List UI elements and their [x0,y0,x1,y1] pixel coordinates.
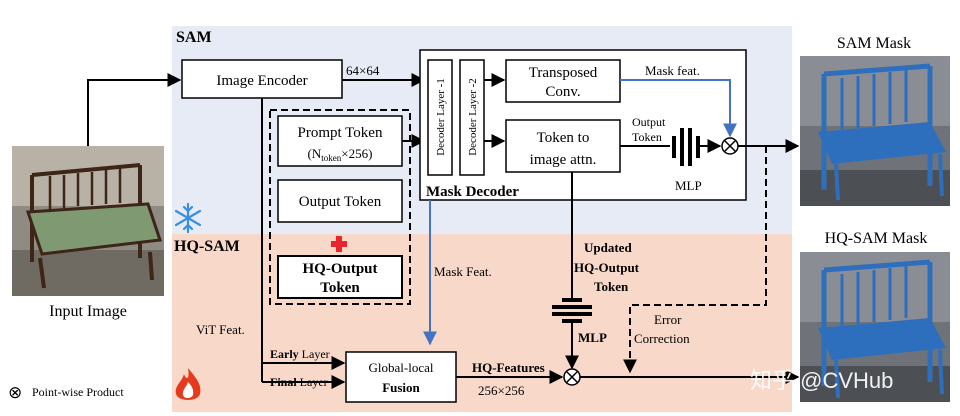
mlp-top-icon [672,128,700,166]
hq-sam-mask-image [800,252,950,402]
input-image [12,146,164,296]
hq-features-size: 256×256 [478,383,525,398]
final-label: Final [270,375,297,389]
watermark: 知乎 @CVHub [750,368,893,393]
transposed-conv-box [505,59,621,103]
hq-sam-mask-title: HQ-SAM Mask [825,230,928,247]
hq-output-token-label-1: HQ-Output [302,261,377,277]
token-to-image-attn-label-2: image attn. [530,152,597,168]
prompt-token-n: (N [308,146,322,161]
early-layer-suffix: Layer [299,347,330,361]
error-correction-label-1: Error [654,312,682,327]
mask-feat-blue-arrow [620,79,737,138]
fire-icon [175,368,201,400]
legend-product-label: Point-wise Product [32,385,124,399]
error-correction-label-2: Correction [634,331,690,346]
token-to-image-attn-label-1: Token to [537,130,590,146]
sam-mask-title: SAM Mask [837,35,911,52]
prompt-token-rest: ×256) [341,146,372,161]
output-token-label-top-2: Token [632,130,662,144]
mask-decoder-label: Mask Decoder [426,184,519,200]
output-token-label: Output Token [299,194,382,210]
plus-icon [331,236,347,252]
arrow-input-to-encoder [87,73,182,146]
error-correction-dashed-path [623,146,767,374]
global-local-fusion-label-2: Fusion [382,380,420,395]
mlp-bottom-label: MLP [578,330,607,345]
mask-feat-bottom-label: Mask Feat. [434,264,492,279]
tokens-dashed-group [269,109,411,305]
early-label: Early [270,347,299,361]
decoder-layer-1-label: Decoder Layer -1 [435,78,447,156]
updated-label-3: Token [594,279,629,294]
updated-label-1: Updated [584,240,632,255]
global-local-fusion-label-1: Global-local [369,360,434,375]
hq-features-label: HQ-Features [472,360,545,375]
input-image-caption: Input Image [49,303,127,320]
snowflake-icon [174,202,202,234]
transposed-conv-label-1: Transposed [529,65,598,81]
final-layer-suffix: Layer [297,375,328,389]
token-to-image-attn-box [505,119,621,173]
image-encoder-label: Image Encoder [216,73,307,89]
prompt-token-label: Prompt Token [298,125,383,141]
product-top-icon [721,137,739,155]
output-token-box [277,179,403,223]
decoder-layer-2-box [459,59,485,176]
mask-feat-top-label: Mask feat. [645,63,700,78]
sam-section-title: SAM [176,29,212,46]
sam-mask-image [800,56,950,206]
prompt-token-box [277,115,403,167]
mlp-bottom-icon [552,298,592,323]
encoder-output-size: 64×64 [346,63,380,78]
updated-label-2: HQ-Output [574,260,640,275]
legend-product-symbol: ⊗ [8,383,22,402]
hq-output-token-box [277,255,403,299]
mlp-top-label: MLP [675,178,702,193]
decoder-layer-2-label: Decoder Layer -2 [467,78,479,156]
hq-sam-section-title: HQ-SAM [174,238,240,255]
prompt-token-sub: token [321,153,341,163]
product-bottom-icon [563,368,581,386]
hq-output-token-label-2: Token [320,280,360,296]
transposed-conv-label-2: Conv. [545,84,580,100]
prompt-token-size: (Ntoken×256) [308,146,373,163]
final-layer-label: Final Layer [270,375,328,389]
vit-feat-label: ViT Feat. [196,322,245,337]
early-layer-label: Early Layer [270,347,330,361]
output-token-label-top-1: Output [632,115,666,129]
decoder-layer-1-box [427,59,453,176]
